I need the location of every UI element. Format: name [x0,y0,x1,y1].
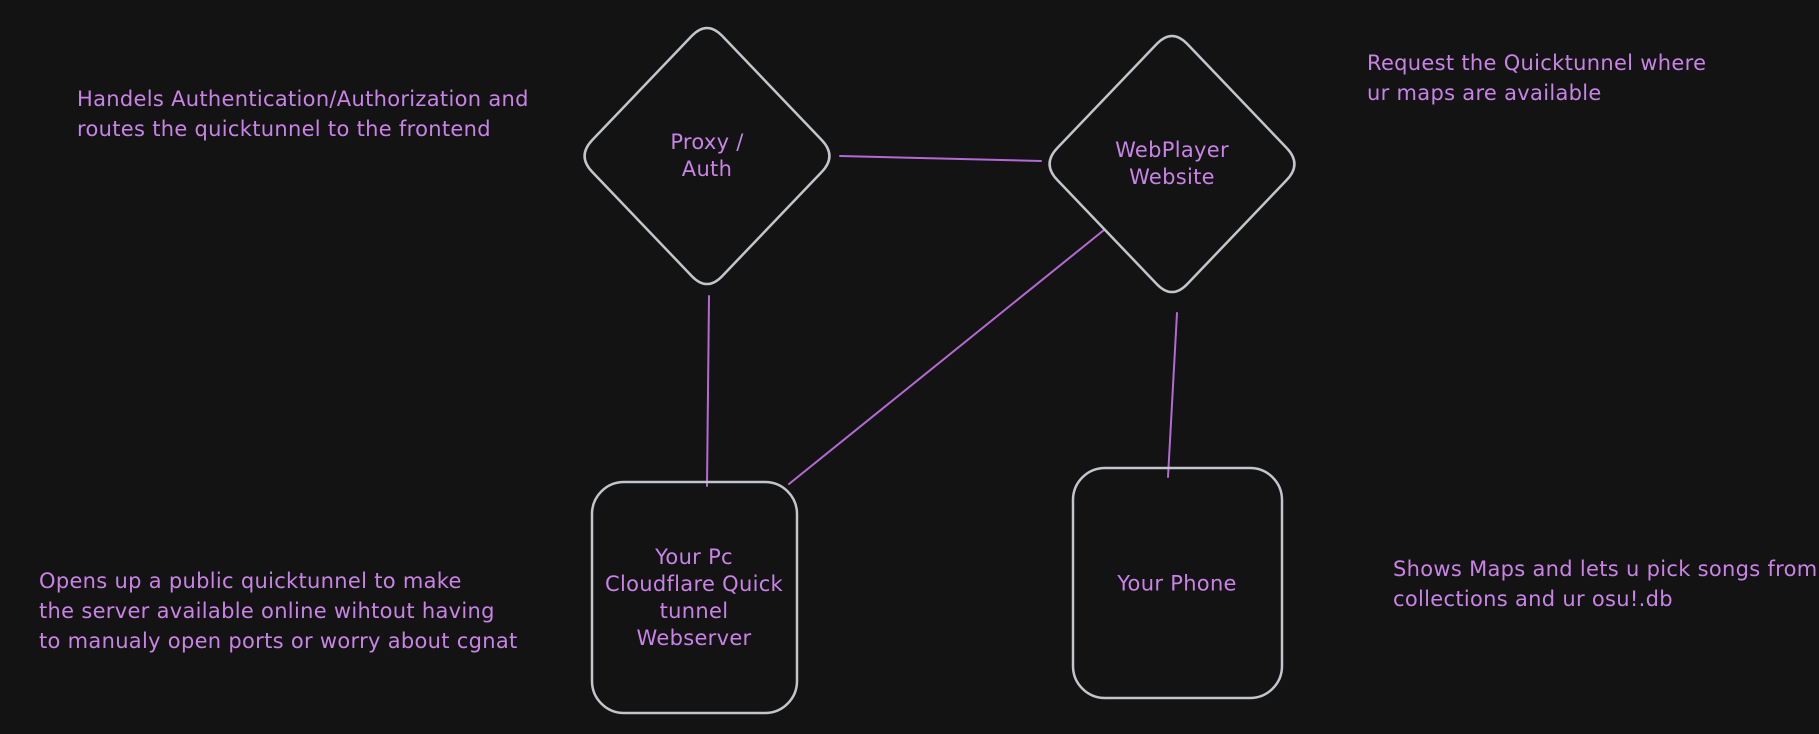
your-pc-box[interactable] [590,480,799,715]
pc-note[interactable]: Opens up a public quicktunnel to make th… [39,569,518,653]
webplayer-note[interactable]: Request the Quicktunnel where ur maps ar… [1367,51,1707,105]
phone-note[interactable]: Shows Maps and lets u pick songs from co… [1393,557,1818,611]
proxy-auth-diamond[interactable] [583,26,831,286]
edge-proxy-webplayer[interactable] [839,155,1042,162]
edge-webplayer-your-pc[interactable] [788,229,1105,485]
edge-proxy-your-pc[interactable] [706,295,710,487]
proxy-auth-label: Proxy / Auth [670,130,744,181]
your-pc-label: Your Pc Cloudflare Quick tunnel Webserve… [604,545,784,650]
your-phone-box[interactable] [1071,466,1284,700]
edge-webplayer-your-phone[interactable] [1167,312,1178,478]
webplayer-label: WebPlayer Website [1115,138,1229,189]
proxy-note[interactable]: Handels Authentication/Authorization and… [77,87,529,141]
webplayer-diamond[interactable] [1048,34,1296,294]
your-phone-label: Your Phone [1117,571,1237,596]
